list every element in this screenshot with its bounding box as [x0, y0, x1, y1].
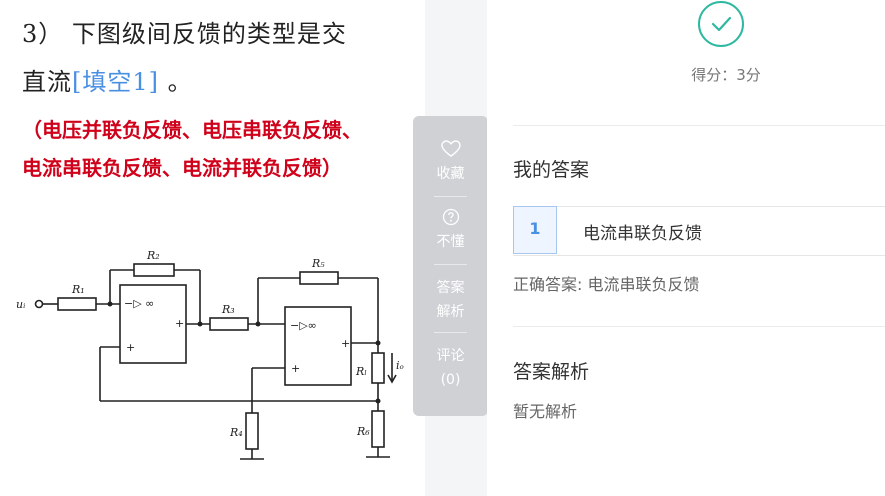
- opamp-2: [284, 306, 352, 386]
- label-io: iₒ: [396, 359, 404, 372]
- toolbar-divider: [434, 264, 467, 265]
- dont-understand-button[interactable]: 不懂: [413, 208, 488, 252]
- answer-index-badge: 1: [513, 206, 557, 254]
- comment-button[interactable]: 评论 (0): [413, 344, 488, 392]
- opamp2-plus-in: +: [291, 362, 300, 375]
- question-text-line2: 直流[填空1] 。: [22, 62, 193, 97]
- answer-row: 1 电流串联负反馈: [513, 206, 885, 256]
- options-line2: 电流串联负反馈、电流并联负反馈）: [22, 156, 342, 180]
- answer-analysis-label-1: 答案: [436, 280, 465, 296]
- resistor-r3: [209, 317, 249, 331]
- answer-analysis-label-2: 解析: [436, 304, 465, 320]
- answer-panel: 得分：3分 我的答案 1 电流串联负反馈 正确答案: 电流串联负反馈 答案解析 …: [487, 0, 885, 496]
- question-circle-icon: [442, 208, 459, 226]
- resistor-rl: [371, 352, 385, 384]
- resistor-r4: [245, 412, 259, 450]
- question-panel: 3） 下图级间反馈的类型是交 直流[填空1] 。 （电压并联负反馈、电压串联负反…: [0, 0, 425, 496]
- score-text: 得分：3分: [691, 66, 761, 84]
- opamp1-plus-in: +: [126, 341, 135, 354]
- label-r2: R₂: [146, 249, 160, 262]
- blank-1[interactable]: [填空1]: [72, 68, 159, 96]
- question-text-line1: 3） 下图级间反馈的类型是交: [22, 20, 347, 48]
- label-r5: R₅: [311, 257, 325, 270]
- answer-analysis-button[interactable]: 答案 解析: [413, 276, 488, 324]
- favorite-label: 收藏: [436, 166, 465, 182]
- comment-label: 评论: [436, 348, 465, 364]
- label-r3: R₃: [221, 303, 235, 316]
- label-rl: Rₗ: [355, 365, 367, 378]
- my-answer-value: 电流串联负反馈: [583, 224, 702, 244]
- comment-count: (0): [440, 372, 461, 388]
- input-terminal: [34, 299, 44, 309]
- analysis-title: 答案解析: [513, 361, 590, 383]
- check-circle-icon: [698, 1, 744, 47]
- label-vi: uᵢ: [16, 298, 25, 311]
- favorite-button[interactable]: 收藏: [413, 140, 488, 184]
- label-r1: R₁: [71, 283, 85, 296]
- opamp1-symbol: −▷ ∞: [124, 297, 154, 310]
- my-answer-title: 我的答案: [513, 159, 590, 181]
- label-r6: R₆: [356, 425, 370, 438]
- resistor-r2: [133, 263, 175, 277]
- analysis-text: 暂无解析: [513, 402, 578, 421]
- divider: [513, 326, 885, 327]
- question-text-end: 。: [159, 68, 193, 96]
- options-line1: （电压并联负反馈、电压串联负反馈、: [22, 118, 362, 142]
- question-text-prefix: 直流: [22, 68, 72, 96]
- opamp2-plus-out: +: [341, 337, 350, 350]
- toolbar-divider: [434, 332, 467, 333]
- heart-icon: [440, 140, 461, 157]
- divider: [513, 125, 885, 126]
- resistor-r6: [371, 410, 385, 448]
- side-toolbar: 收藏 不懂 答案 解析 评论 (0): [413, 116, 488, 416]
- dont-understand-label: 不懂: [436, 234, 465, 250]
- circuit-diagram: uᵢ R₁ R₂ R₃ R₅ Rₗ iₒ R₆ R₄ −▷ ∞ + + −▷∞ …: [16, 249, 404, 460]
- resistor-r5: [299, 271, 339, 285]
- toolbar-divider: [434, 196, 467, 197]
- opamp2-symbol: −▷∞: [290, 319, 317, 332]
- correct-answer: 正确答案: 电流串联负反馈: [513, 275, 700, 294]
- label-r4: R₄: [229, 426, 243, 439]
- resistor-r1: [57, 297, 97, 311]
- opamp1-plus-out: +: [175, 317, 184, 330]
